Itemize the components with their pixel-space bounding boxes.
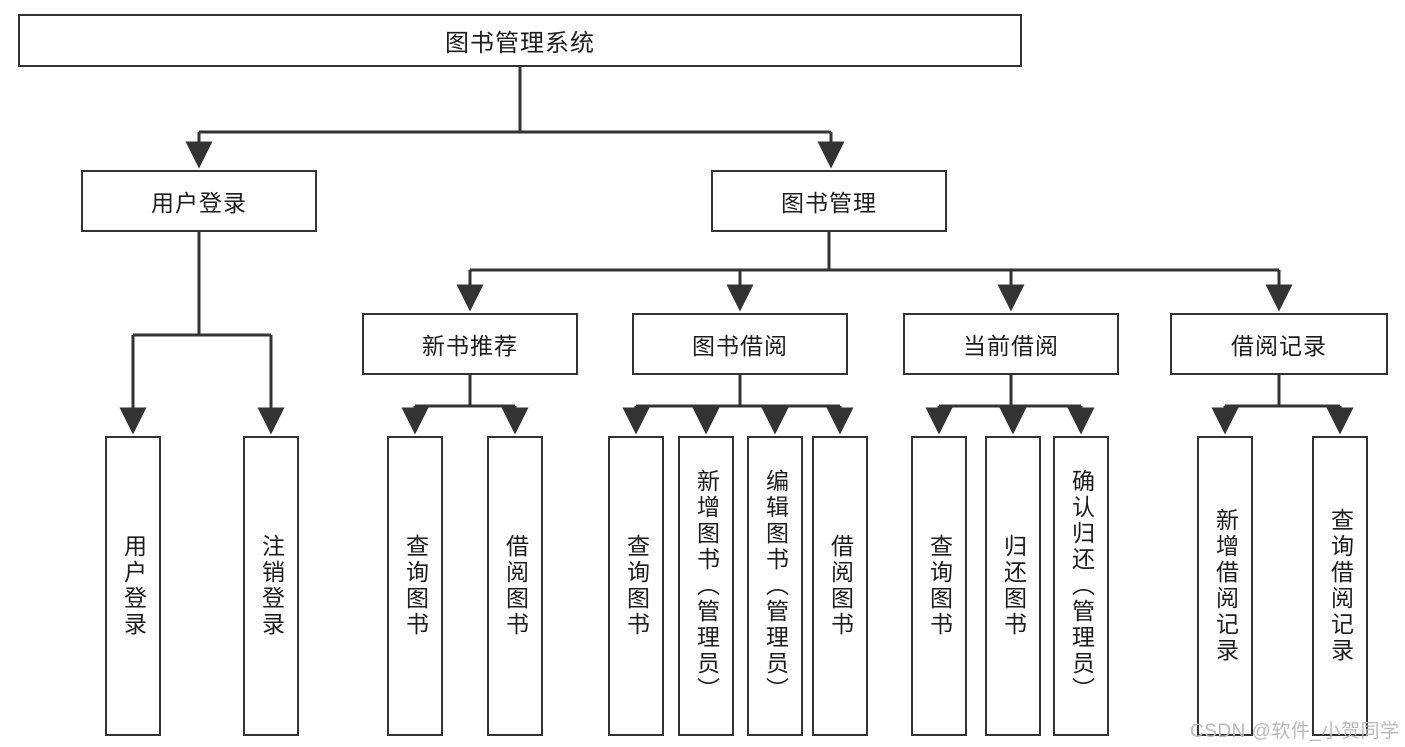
- node-leaf-return-book-label: 归还图书: [1000, 534, 1027, 638]
- node-user-login[interactable]: 用户登录: [81, 170, 317, 232]
- node-root-label: 图书管理系统: [445, 30, 595, 57]
- node-leaf-edit-book[interactable]: 编辑图书（管理员）: [747, 436, 803, 736]
- node-root[interactable]: 图书管理系统: [18, 14, 1022, 67]
- node-borrow-record[interactable]: 借阅记录: [1170, 313, 1388, 375]
- node-user-login-label: 用户登录: [151, 190, 247, 216]
- node-leaf-query-record[interactable]: 查询借阅记录: [1312, 436, 1368, 736]
- node-leaf-confirm-return[interactable]: 确认归还（管理员）: [1053, 436, 1109, 736]
- node-leaf-borrow-book-2[interactable]: 借阅图书: [812, 436, 868, 736]
- node-leaf-query-book-2[interactable]: 查询图书: [608, 436, 664, 736]
- node-leaf-borrow-book-1[interactable]: 借阅图书: [487, 436, 543, 736]
- node-current-borrow-label: 当前借阅: [963, 333, 1059, 359]
- node-leaf-query-book-1[interactable]: 查询图书: [387, 436, 443, 736]
- node-book-borrow[interactable]: 图书借阅: [632, 313, 848, 375]
- node-borrow-record-label: 借阅记录: [1231, 333, 1327, 359]
- node-leaf-query-book-3[interactable]: 查询图书: [911, 436, 967, 736]
- node-leaf-add-book[interactable]: 新增图书（管理员）: [678, 436, 734, 736]
- node-leaf-confirm-return-label: 确认归还（管理员）: [1068, 469, 1095, 703]
- node-leaf-query-book-2-label: 查询图书: [623, 534, 650, 638]
- node-leaf-add-record[interactable]: 新增借阅记录: [1197, 436, 1253, 736]
- node-leaf-add-record-label: 新增借阅记录: [1212, 508, 1239, 664]
- node-new-book-recommend-label: 新书推荐: [422, 333, 518, 359]
- node-current-borrow[interactable]: 当前借阅: [903, 313, 1119, 375]
- node-leaf-borrow-book-1-label: 借阅图书: [502, 534, 529, 638]
- node-leaf-add-book-label: 新增图书（管理员）: [693, 469, 720, 703]
- node-leaf-query-book-1-label: 查询图书: [402, 534, 429, 638]
- node-leaf-edit-book-label: 编辑图书（管理员）: [762, 469, 789, 703]
- csdn-watermark: CSDN @软件_小贺同学: [1190, 721, 1400, 742]
- node-leaf-query-record-label: 查询借阅记录: [1327, 508, 1354, 664]
- node-leaf-logout-label: 注销登录: [258, 534, 285, 638]
- node-leaf-logout[interactable]: 注销登录: [243, 436, 299, 736]
- node-book-borrow-label: 图书借阅: [692, 333, 788, 359]
- node-leaf-user-login[interactable]: 用户登录: [105, 436, 161, 736]
- node-leaf-query-book-3-label: 查询图书: [926, 534, 953, 638]
- node-book-manage[interactable]: 图书管理: [711, 170, 947, 232]
- node-new-book-recommend[interactable]: 新书推荐: [362, 313, 578, 375]
- node-leaf-user-login-label: 用户登录: [120, 534, 147, 638]
- node-leaf-return-book[interactable]: 归还图书: [985, 436, 1041, 736]
- node-leaf-borrow-book-2-label: 借阅图书: [827, 534, 854, 638]
- node-book-manage-label: 图书管理: [781, 190, 877, 216]
